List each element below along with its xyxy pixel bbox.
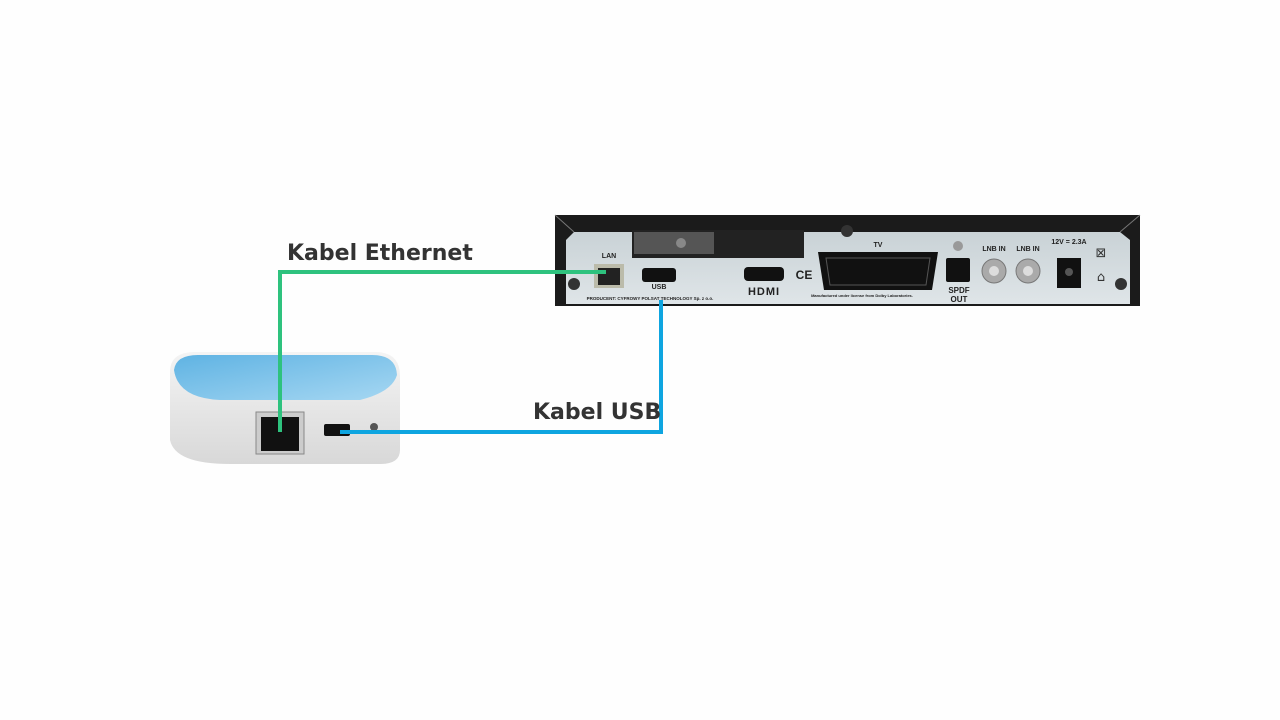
lnb2-label: LNB IN [1016, 246, 1039, 253]
spdif-port [946, 258, 970, 282]
scart-port [818, 252, 938, 290]
screw-icon [1115, 278, 1127, 290]
ce-mark: CE [796, 268, 813, 282]
screw-icon [568, 278, 580, 290]
producer-text: PRODUCENT: CYFROWY POLSAT TECHNOLOGY Sp.… [587, 296, 714, 301]
lan-label: LAN [602, 253, 616, 260]
tv-label: TV [874, 242, 883, 249]
spdif-label-out: OUT [951, 295, 968, 304]
lnb1-label: LNB IN [982, 246, 1005, 253]
usb-port [642, 268, 676, 282]
hdmi-logo: HDMI [748, 286, 780, 298]
router-top-panel [174, 355, 397, 400]
screw-icon [676, 238, 686, 248]
hdmi-port [744, 267, 784, 281]
ethernet-cable-label: Kabel Ethernet [287, 241, 473, 266]
spdif-label: SPDF [948, 286, 969, 295]
power-label: 12V = 2.3A [1051, 239, 1086, 246]
card-slot-cover [634, 232, 714, 254]
wireless-router [170, 352, 400, 464]
router-reset-hole [370, 423, 378, 431]
home-icon: ⌂ [1097, 270, 1105, 285]
ethernet-cable [278, 270, 606, 432]
screw-icon [841, 225, 853, 237]
weee-bin-icon: ⊠ [1096, 246, 1107, 261]
usb-cable-label: Kabel USB [533, 400, 661, 425]
usb-cable [340, 300, 663, 434]
decoder-back-panel: LAN USB HDMI CE TV Manufactured under li… [554, 214, 1141, 306]
dolby-text: Manufactured under license from Dolby La… [811, 293, 913, 298]
usb-label: USB [652, 284, 667, 291]
